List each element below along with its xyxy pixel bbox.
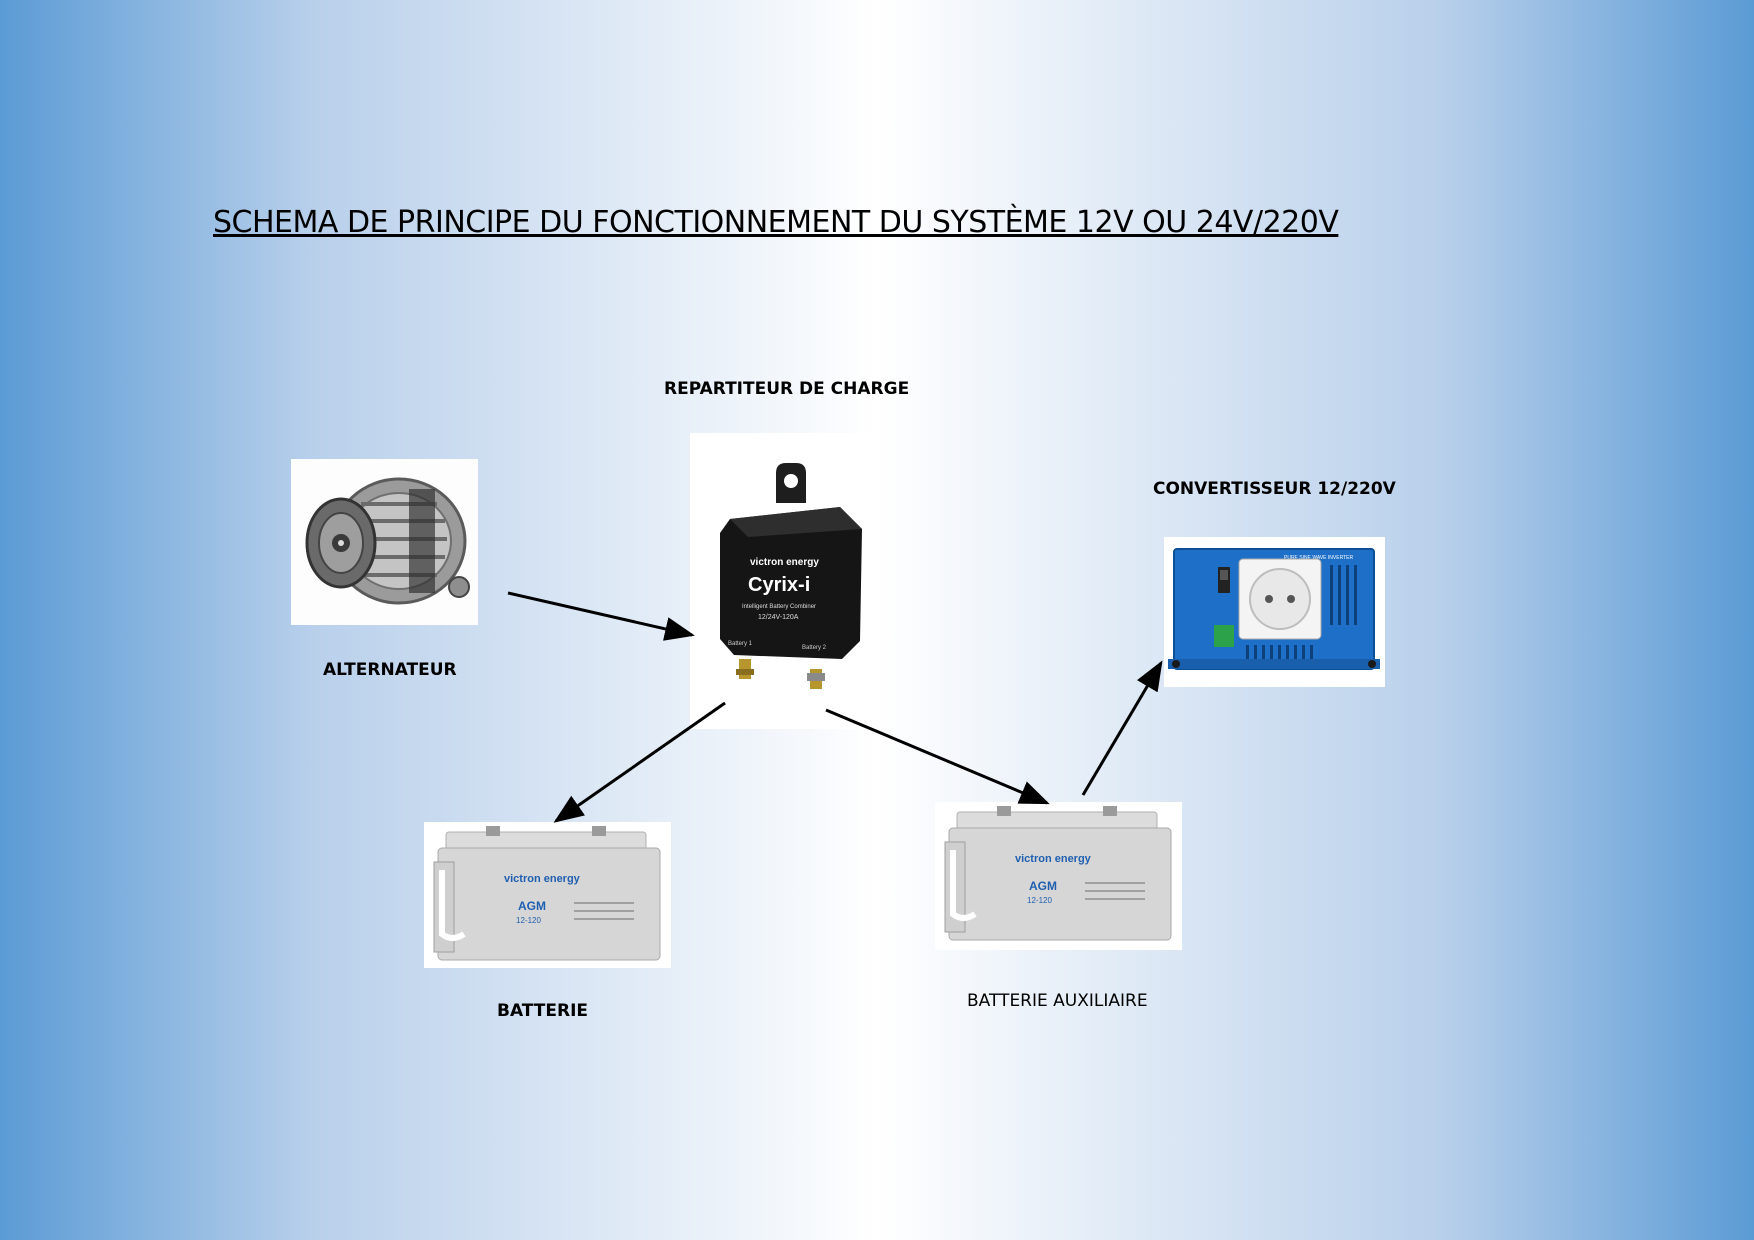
alternator-label: ALTERNATEUR xyxy=(323,660,457,680)
inverter-image: PURE SINE WAVE INVERTER xyxy=(1164,537,1385,687)
battery-model-text: AGM xyxy=(518,899,546,913)
battery-image: victron energy AGM 12-120 xyxy=(424,822,671,968)
splitter-terminal-1-text: Battery 1 xyxy=(728,641,753,647)
alternator-image xyxy=(291,459,478,625)
battery-label: BATTERIE xyxy=(497,1001,589,1021)
splitter-brand-text: victron energy xyxy=(750,557,819,568)
splitter-rating-text: 12/24V-120A xyxy=(758,614,799,621)
charge-splitter-image: victron energy Cyrix-i Intelligent Batte… xyxy=(690,433,878,729)
battery-capacity-text: 12-120 xyxy=(516,916,541,925)
arrow-aux-battery-to-inverter xyxy=(1081,660,1163,796)
splitter-subtitle-text: Intelligent Battery Combiner xyxy=(742,604,816,610)
aux-battery-model-text: AGM xyxy=(1029,879,1057,893)
aux-battery-brand-text: victron energy xyxy=(1015,853,1092,865)
inverter-label: CONVERTISSEUR 12/220V xyxy=(1153,479,1396,499)
splitter-terminal-2-text: Battery 2 xyxy=(802,645,827,651)
splitter-model-text: Cyrix-i xyxy=(748,574,810,596)
charge-splitter-label: REPARTITEUR DE CHARGE xyxy=(664,379,910,399)
aux-battery-image: victron energy AGM 12-120 xyxy=(935,802,1182,950)
battery-brand-text: victron energy xyxy=(504,873,581,885)
aux-battery-label: BATTERIE AUXILIAIRE xyxy=(967,991,1148,1011)
diagram-title: SCHEMA DE PRINCIPE DU FONCTIONNEMENT DU … xyxy=(213,205,1339,240)
arrow-alternator-to-charge-splitter xyxy=(507,591,695,641)
aux-battery-capacity-text: 12-120 xyxy=(1027,896,1052,905)
inverter-panel-text: PURE SINE WAVE INVERTER xyxy=(1284,555,1353,561)
